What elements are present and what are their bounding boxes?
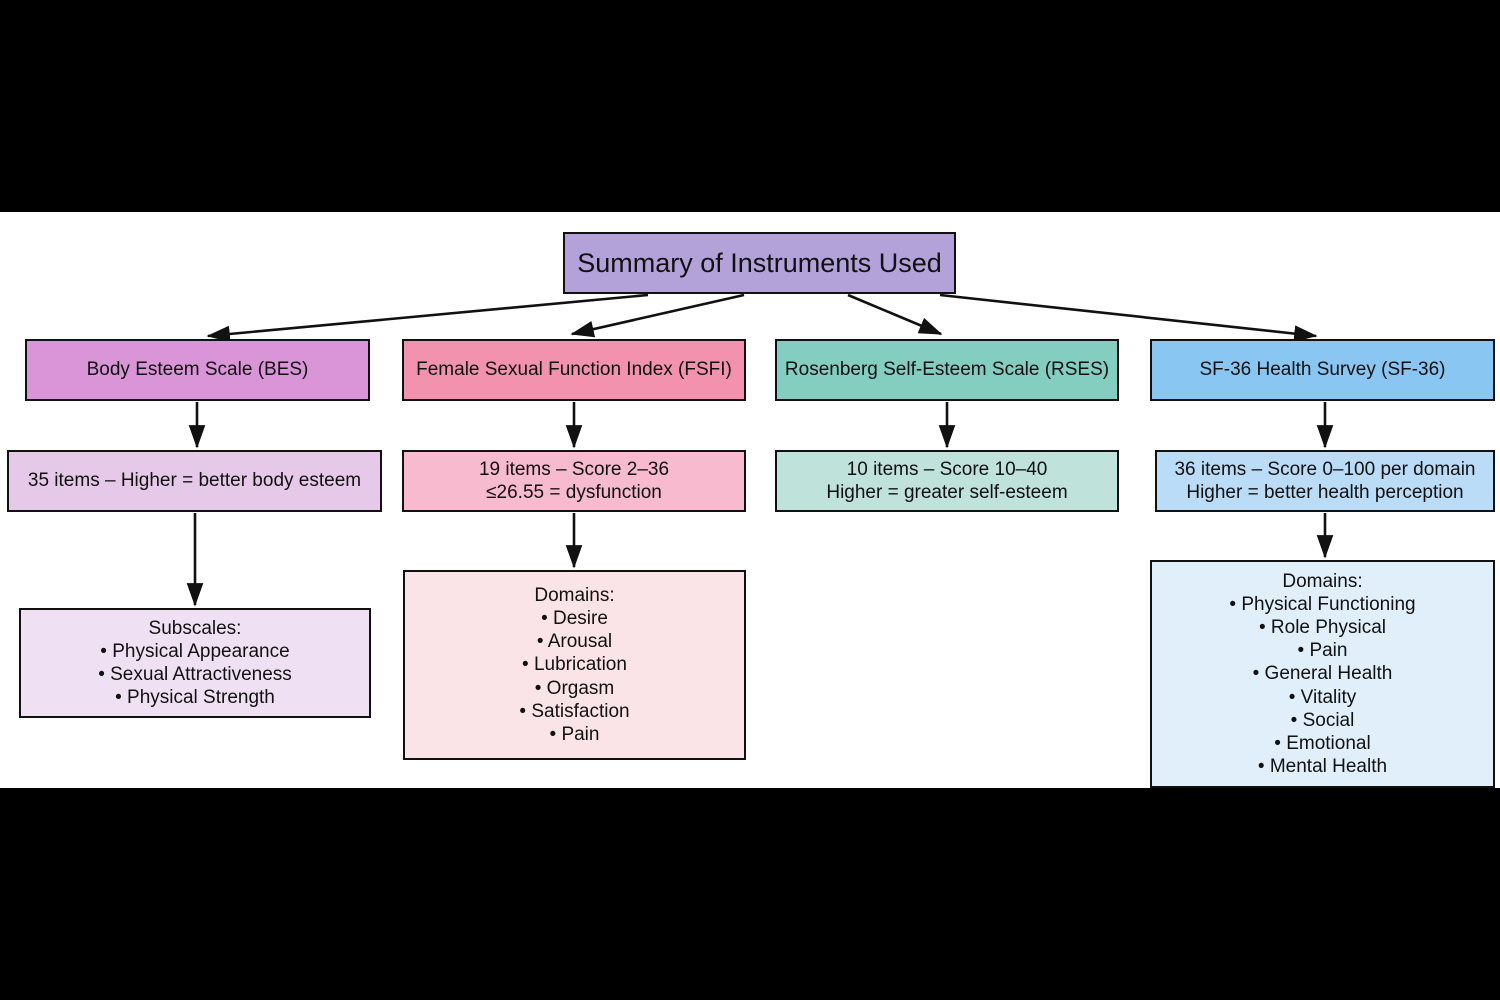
- detail-heading: Domains:: [534, 584, 615, 606]
- detail-item: • Vitality: [1288, 686, 1357, 708]
- node-title[interactable]: Summary of Instruments Used: [563, 232, 956, 294]
- detail-item: • Arousal: [536, 631, 613, 653]
- detail-item: • Pain: [1297, 640, 1348, 662]
- edge-title-to-fsfi: [570, 293, 745, 338]
- edge-title-to-bes: [206, 293, 649, 343]
- node-description-bes[interactable]: 35 items – Higher = better body esteem: [7, 450, 382, 512]
- detail-item: • Satisfaction: [519, 700, 630, 722]
- description-line: Higher = greater self-esteem: [826, 482, 1068, 503]
- description-line: 35 items – Higher = better body esteem: [27, 470, 362, 492]
- detail-heading: Subscales:: [148, 617, 242, 639]
- description-line: ≤26.55 = dysfunction: [486, 482, 662, 503]
- detail-item: • Physical Appearance: [100, 640, 290, 662]
- detail-item: • Mental Health: [1257, 756, 1388, 778]
- detail-heading: Domains:: [1282, 570, 1363, 592]
- description-line: 19 items – Score 2–36: [478, 458, 670, 480]
- detail-item: • Orgasm: [534, 677, 615, 699]
- node-description-sf36[interactable]: 36 items – Score 0–100 per domain Higher…: [1155, 450, 1495, 512]
- node-description-rses[interactable]: 10 items – Score 10–40 Higher = greater …: [775, 450, 1119, 512]
- detail-item: • Sexual Attractiveness: [98, 664, 292, 685]
- edge-title-to-rses: [847, 293, 943, 336]
- node-instrument-fsfi-label: Female Sexual Function Index (FSFI): [416, 359, 732, 381]
- detail-item: • Role Physical: [1258, 617, 1387, 639]
- node-instrument-rses[interactable]: Rosenberg Self-Esteem Scale (RSES): [775, 339, 1119, 401]
- detail-item: • General Health: [1252, 663, 1393, 685]
- node-subscales-bes[interactable]: Subscales: • Physical Appearance • Sexua…: [19, 608, 371, 718]
- node-instrument-fsfi[interactable]: Female Sexual Function Index (FSFI): [402, 339, 746, 401]
- detail-item: • Lubrication: [522, 654, 627, 676]
- diagram-canvas: Summary of Instruments Used Body Esteem …: [0, 212, 1500, 788]
- node-instrument-bes[interactable]: Body Esteem Scale (BES): [25, 339, 370, 401]
- detail-item: • Social: [1290, 709, 1355, 731]
- detail-item: • Desire: [541, 608, 608, 630]
- node-title-label: Summary of Instruments Used: [577, 247, 942, 278]
- detail-item: • Physical Strength: [115, 687, 275, 709]
- description-line: 10 items – Score 10–40: [846, 458, 1048, 480]
- edge-title-to-sf36: [939, 293, 1318, 342]
- detail-item: • Physical Functioning: [1229, 593, 1416, 615]
- description-line: Higher = better health perception: [1186, 482, 1464, 503]
- detail-item: • Emotional: [1274, 732, 1371, 754]
- node-domains-fsfi[interactable]: Domains: • Desire • Arousal • Lubricatio…: [403, 570, 746, 760]
- node-instrument-rses-label: Rosenberg Self-Esteem Scale (RSES): [784, 359, 1110, 381]
- description-line: 36 items – Score 0–100 per domain: [1174, 458, 1476, 480]
- node-description-fsfi[interactable]: 19 items – Score 2–36 ≤26.55 = dysfuncti…: [402, 450, 746, 512]
- node-domains-sf36[interactable]: Domains: • Physical Functioning • Role P…: [1150, 560, 1495, 788]
- node-instrument-sf36[interactable]: SF-36 Health Survey (SF-36): [1150, 339, 1495, 401]
- node-instrument-sf36-label: SF-36 Health Survey (SF-36): [1199, 359, 1446, 381]
- node-instrument-bes-label: Body Esteem Scale (BES): [86, 359, 309, 381]
- detail-item: • Pain: [549, 723, 600, 745]
